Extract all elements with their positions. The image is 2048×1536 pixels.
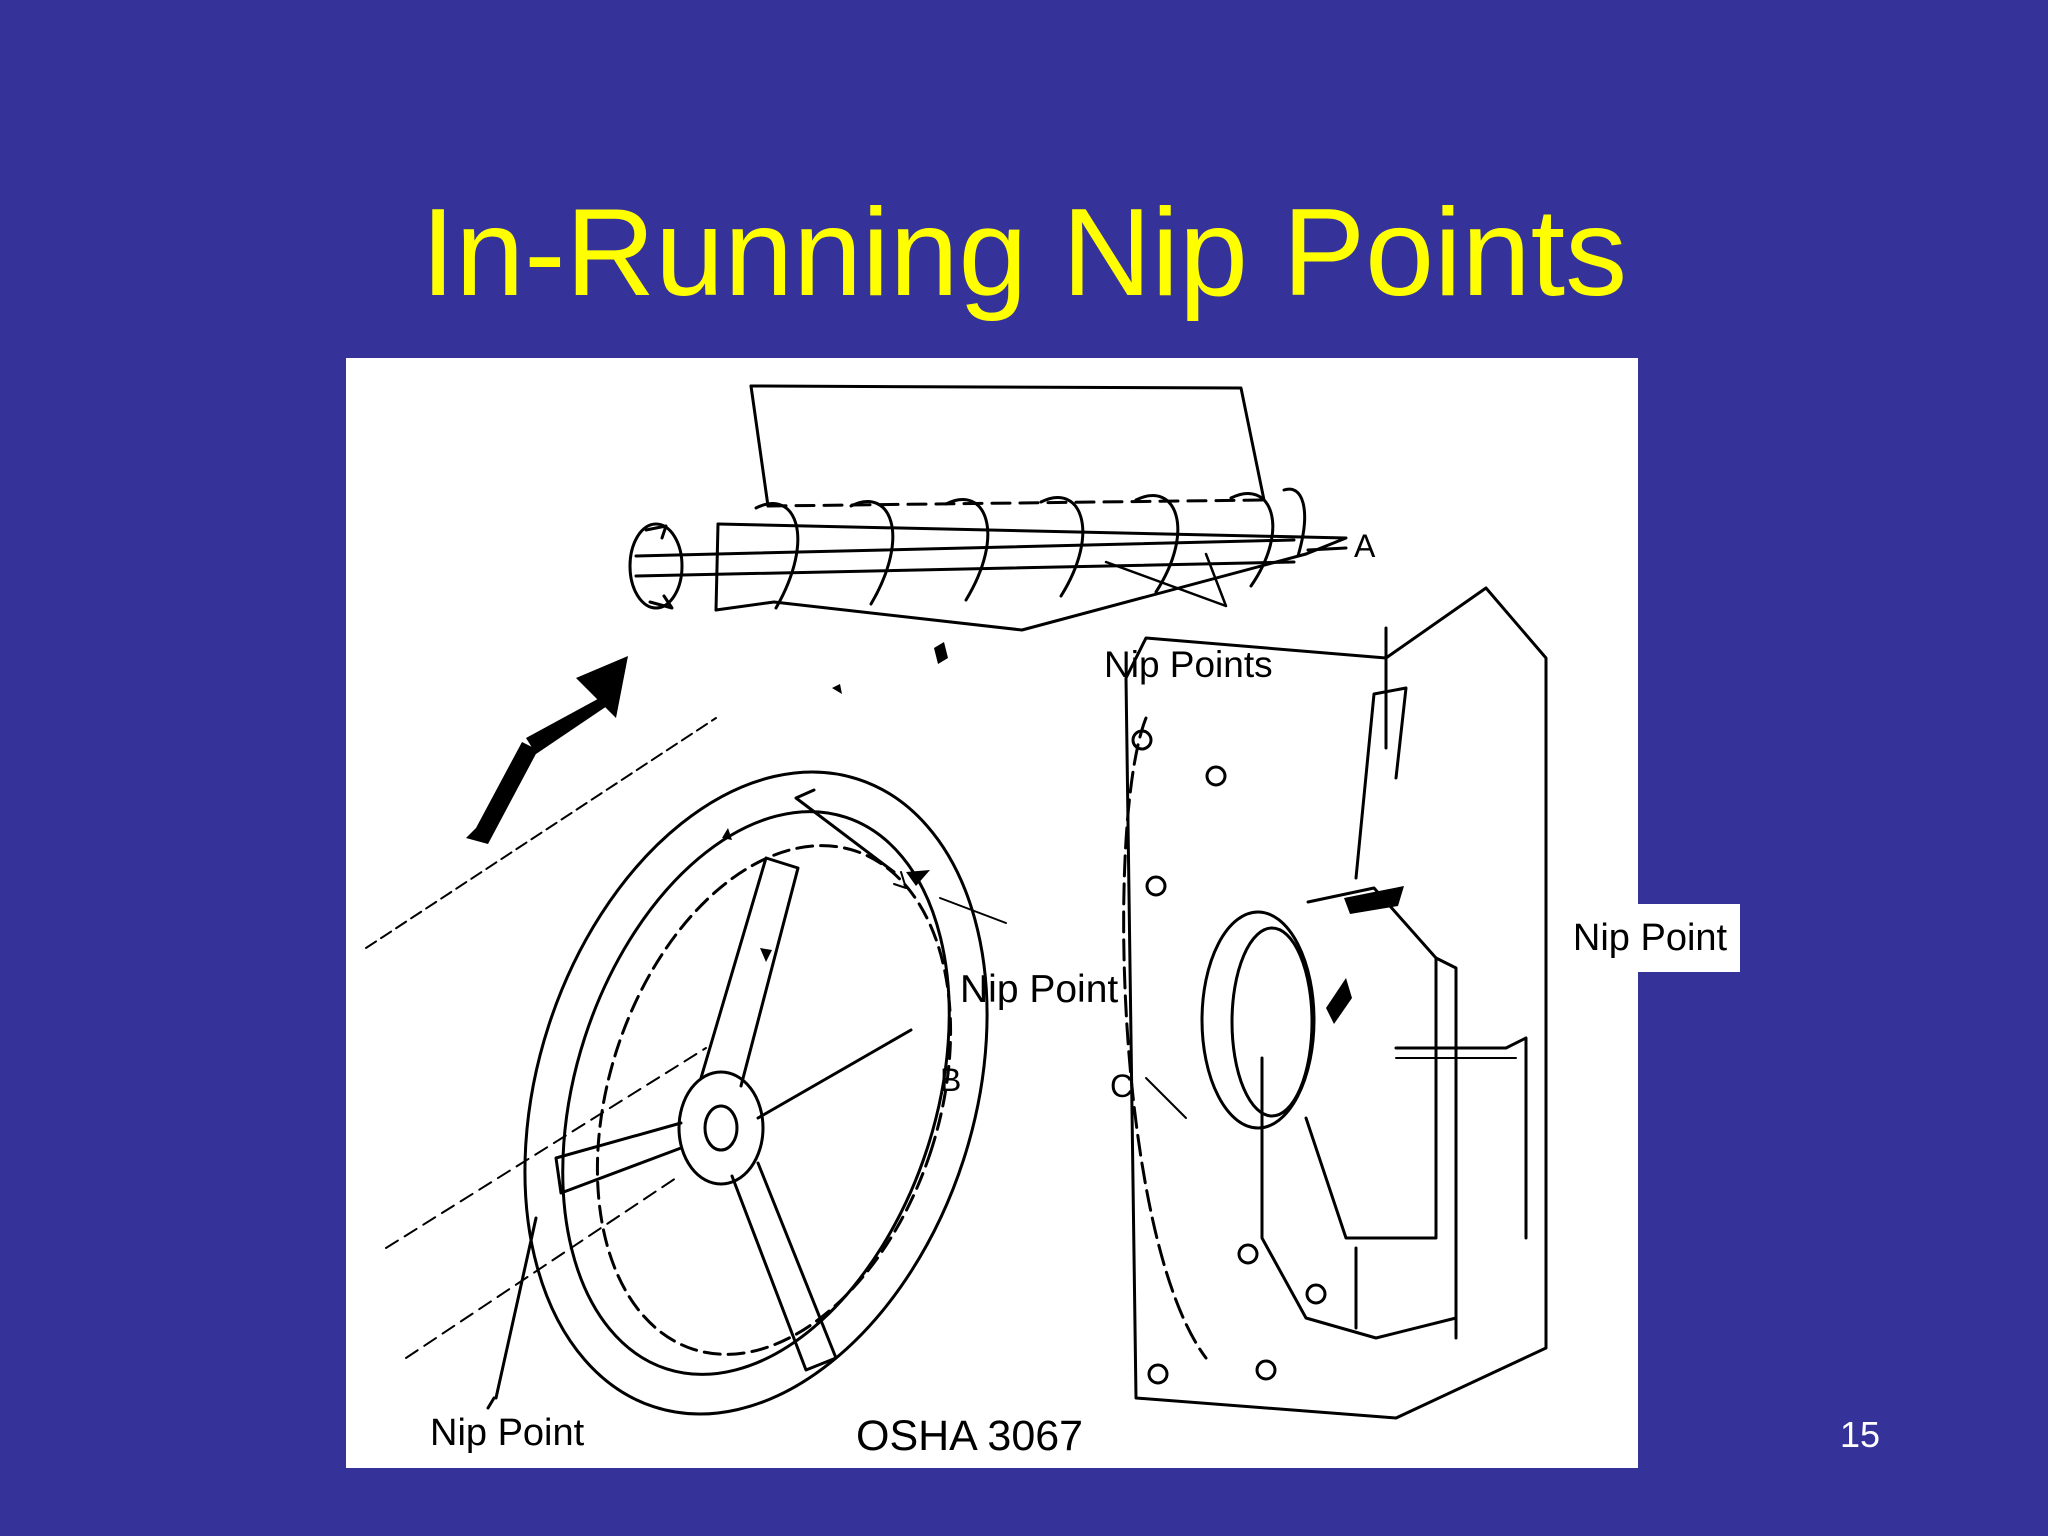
nip-point-callout: Nip Point: [1560, 904, 1740, 972]
nip-point-b-label: Nip Point: [960, 968, 1119, 1011]
line-drawings: [365, 384, 1548, 1420]
slide-title: In-Running Nip Points: [420, 184, 1628, 322]
figure-letter-c: C: [1110, 1068, 1134, 1104]
figure-letter-a: A: [1354, 528, 1376, 564]
bench-grinder-illustration: [1122, 586, 1548, 1420]
rotation-arrow: [526, 688, 618, 754]
nip-point-bottom-label: Nip Point: [430, 1412, 585, 1454]
figure-panel: Nip Points Nip Point Nip Point OSHA 3067…: [346, 358, 1638, 1468]
slide-number: 15: [1839, 1414, 1881, 1455]
handwheel-illustration: [365, 717, 1007, 1416]
nip-points-label: Nip Points: [1104, 644, 1273, 685]
screw-conveyor-illustration: [628, 384, 1348, 632]
source-caption: OSHA 3067: [856, 1412, 1084, 1460]
figure-letter-b: B: [940, 1062, 962, 1098]
